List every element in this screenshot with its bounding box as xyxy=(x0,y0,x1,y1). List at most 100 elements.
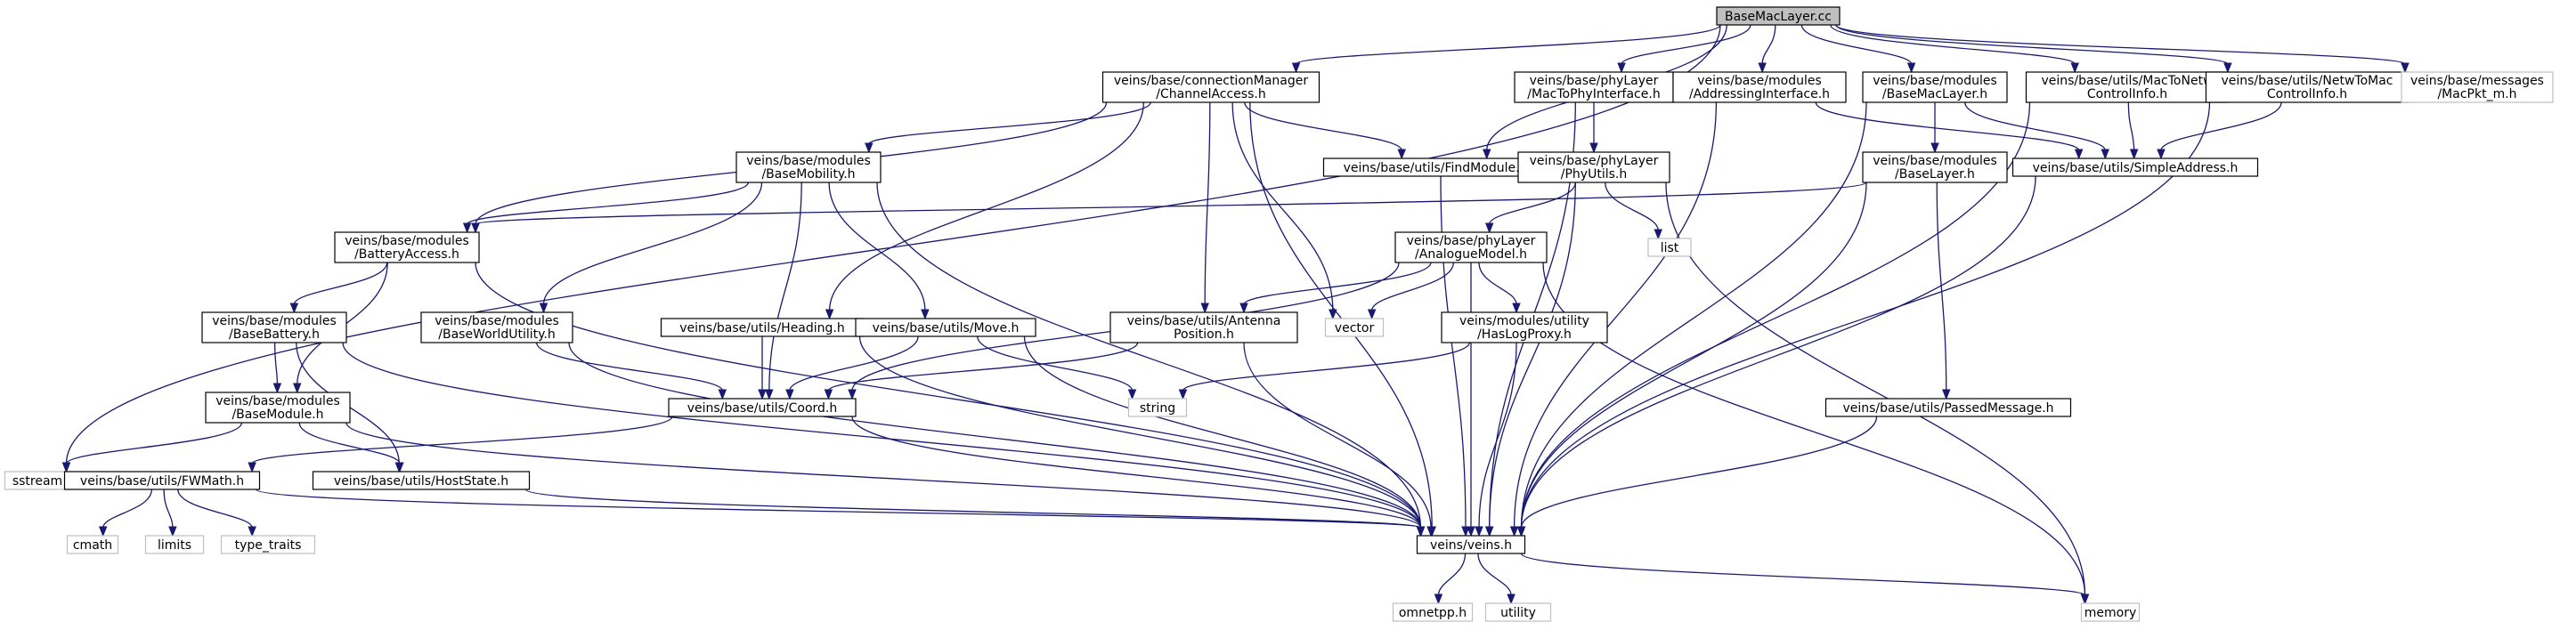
node-box xyxy=(220,535,316,554)
node-heading[interactable]: veins/base/utils/Heading.h xyxy=(660,318,865,337)
edge-batteryaccess-to-basebattery xyxy=(293,262,388,305)
edge-arrowhead xyxy=(248,462,256,473)
node-utility: utility xyxy=(1484,602,1552,622)
node-basebattery[interactable]: veins/base/modules/BaseBattery.h xyxy=(201,311,347,343)
node-label: veins/base/modules xyxy=(435,314,559,328)
node-label: /BaseLayer.h xyxy=(1895,167,1975,182)
edge-arrowhead xyxy=(168,526,177,537)
edge-arrowhead xyxy=(2080,594,2090,605)
node-basemobility[interactable]: veins/base/modules/BaseMobility.h xyxy=(735,151,882,183)
edge-arrowhead xyxy=(2074,149,2084,160)
node-label: /AnalogueModel.h xyxy=(1415,247,1527,262)
edge-fwmath-to-limits xyxy=(163,489,174,529)
edge-addressing-to-veins xyxy=(1513,101,1718,529)
node-move[interactable]: veins/base/utils/Move.h xyxy=(855,318,1036,337)
edge-channelaccess-to-antenna xyxy=(1204,101,1211,305)
node-box xyxy=(1324,318,1385,337)
node-box xyxy=(668,398,857,417)
edge-phyutils-to-veins xyxy=(1489,182,1576,529)
edge-basemobility-to-move xyxy=(828,182,926,311)
node-box xyxy=(1127,398,1188,417)
node-label: memory xyxy=(2084,606,2137,620)
node-sstream: sstream xyxy=(4,471,71,490)
node-label: veins/base/modules xyxy=(1697,74,1822,88)
edge-arrowhead xyxy=(248,526,256,537)
edge-arrowhead xyxy=(1329,309,1337,320)
edge-arrowhead xyxy=(1178,389,1188,400)
node-root[interactable]: BaseMacLayer.cc xyxy=(1716,6,1841,26)
node-box xyxy=(1716,6,1841,26)
edge-phyutils-to-list xyxy=(1605,182,1659,231)
edge-basemodule-to-veins xyxy=(345,422,1422,529)
edge-basebattery-to-veins xyxy=(342,342,1422,529)
edge-arrowhead xyxy=(1434,594,1443,605)
node-channelaccess[interactable]: veins/base/connectionManager/ChannelAcce… xyxy=(1101,71,1321,103)
node-haslogproxy[interactable]: veins/modules/utility/HasLogProxy.h xyxy=(1441,311,1608,343)
edge-arrowhead xyxy=(765,389,774,400)
node-label: veins/base/modules xyxy=(1873,154,1997,168)
node-phyutils[interactable]: veins/base/phyLayer/PhyUtils.h xyxy=(1517,151,1670,183)
edge-veins-to-omnetpp xyxy=(1437,553,1467,596)
node-label: /BaseWorldUtility.h xyxy=(438,327,555,342)
node-label: sstream xyxy=(12,474,62,489)
node-label: veins/base/utils/Move.h xyxy=(873,321,1020,335)
node-coord[interactable]: veins/base/utils/Coord.h xyxy=(668,398,857,417)
node-box xyxy=(2080,602,2141,622)
edge-arrowhead xyxy=(1483,149,1491,160)
edge-netwtomac-to-simpleaddress xyxy=(2160,101,2282,151)
node-simpleaddress[interactable]: veins/base/utils/SimpleAddress.h xyxy=(2011,158,2259,177)
edge-phyutils-to-analogue xyxy=(1489,182,1576,225)
node-label: omnetpp.h xyxy=(1399,606,1467,620)
node-box xyxy=(144,535,205,554)
edge-coord-to-fwmath xyxy=(251,416,673,464)
node-label: veins/base/modules xyxy=(345,234,469,248)
edge-arrowhead xyxy=(1758,62,1767,74)
node-baselayer[interactable]: veins/base/modules/BaseLayer.h xyxy=(1862,151,2008,183)
edge-arrowhead xyxy=(1906,62,1916,74)
node-hoststate[interactable]: veins/base/utils/HostState.h xyxy=(312,471,531,490)
node-passedmsg[interactable]: veins/base/utils/PassedMessage.h xyxy=(1824,398,2072,417)
node-mactophy[interactable]: veins/base/phyLayer/MacToPhyInterface.h xyxy=(1514,71,1674,103)
node-label: /BatteryAccess.h xyxy=(354,247,459,262)
edge-arrowhead xyxy=(2157,149,2166,160)
edge-arrowhead xyxy=(825,309,834,320)
edge-arrowhead xyxy=(758,389,767,400)
node-label: veins/base/utils/SimpleAddress.h xyxy=(2033,161,2239,175)
node-label: veins/base/modules xyxy=(1873,74,1997,88)
edge-analogue-to-vector xyxy=(1371,262,1454,311)
node-box xyxy=(205,392,351,424)
edge-arrowhead xyxy=(2401,62,2409,74)
edge-netwtomac-to-veins xyxy=(1520,101,2211,529)
node-basemodule[interactable]: veins/base/modules/BaseModule.h xyxy=(205,392,351,424)
edge-arrowhead xyxy=(1291,62,1301,74)
node-baseworld[interactable]: veins/base/modules/BaseWorldUtility.h xyxy=(420,311,573,343)
node-label: /BaseBattery.h xyxy=(229,327,320,342)
node-box xyxy=(1101,71,1321,103)
node-box xyxy=(1441,311,1608,343)
node-basemaclayer[interactable]: veins/base/modules/BaseMacLayer.h xyxy=(1862,71,2008,103)
edge-basemobility-to-coord xyxy=(768,182,802,392)
edge-fwmath-to-veins xyxy=(255,489,1422,529)
edge-simpleaddress-to-veins xyxy=(1520,175,2036,529)
node-label: list xyxy=(1661,241,1679,255)
node-addressing[interactable]: veins/base/modules/AddressingInterface.h xyxy=(1672,71,1847,103)
node-analogue[interactable]: veins/base/phyLayer/AnalogueModel.h xyxy=(1394,231,1548,263)
edge-arrowhead xyxy=(289,303,299,314)
edge-channelaccess-to-basemobility xyxy=(868,101,1151,145)
node-label: /MacPkt_m.h xyxy=(2437,87,2516,101)
node-fwmath[interactable]: veins/base/utils/FWMath.h xyxy=(63,471,261,490)
node-veins[interactable]: veins/veins.h xyxy=(1416,535,1526,554)
node-label: veins/base/utils/Antenna xyxy=(1127,314,1281,328)
node-batteryaccess[interactable]: veins/base/modules/BatteryAccess.h xyxy=(334,231,480,263)
edge-arrowhead xyxy=(471,222,480,234)
node-label: ControlInfo.h xyxy=(2087,87,2167,101)
edge-arrowhead xyxy=(785,389,794,400)
node-label: /BaseMacLayer.h xyxy=(1882,87,1987,101)
edge-arrowhead xyxy=(1930,142,1939,154)
edge-arrowhead xyxy=(1475,526,1483,537)
node-findmodule[interactable]: veins/base/utils/FindModule.h xyxy=(1322,158,1548,177)
